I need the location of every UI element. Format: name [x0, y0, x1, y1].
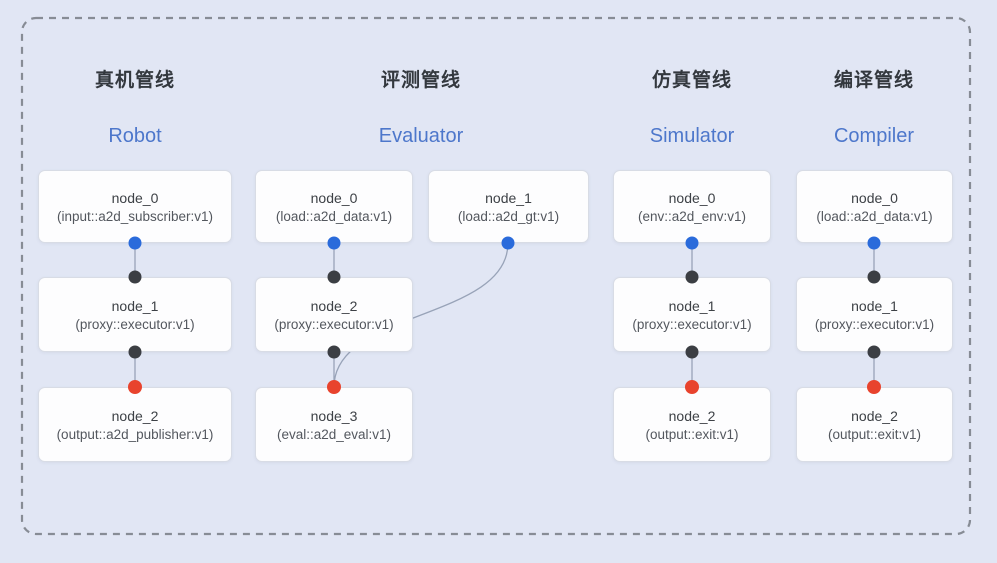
port-dot-black-compiler-node1-out — [867, 345, 881, 359]
node-label: node_2 — [111, 407, 159, 424]
node-label: node_1 — [111, 297, 159, 314]
node-label: node_1 — [485, 189, 532, 206]
node-sublabel: (output::exit:v1) — [645, 426, 739, 442]
port-dot-black-compiler-node1-in — [867, 270, 881, 284]
node-label: node_3 — [310, 407, 358, 424]
dashed-frame — [20, 16, 972, 536]
port-dot-blue-robot-node0 — [128, 236, 142, 250]
node-simulator-2: node_2 (output::exit:v1) — [613, 387, 771, 462]
port-dot-red-robot-node2 — [128, 380, 142, 394]
node-sublabel: (load::a2d_gt:v1) — [457, 208, 560, 224]
node-robot-0: node_0 (input::a2d_subscriber:v1) — [38, 170, 232, 243]
node-evaluator-3: node_3 (eval::a2d_eval:v1) — [255, 387, 413, 462]
node-compiler-1: node_1 (proxy::executor:v1) — [796, 277, 953, 352]
node-label: node_1 — [668, 297, 716, 314]
pipeline-subtitle-evaluator: Evaluator — [378, 125, 464, 147]
port-dot-blue-evaluator-node0 — [327, 236, 341, 250]
pipeline-title-simulator-zh: 仿真管线 — [651, 70, 732, 91]
port-dot-blue-compiler-node0 — [867, 236, 881, 250]
node-evaluator-0: node_0 (load::a2d_data:v1) — [255, 170, 413, 243]
pipeline-subtitle-robot: Robot — [108, 125, 162, 147]
node-robot-1: node_1 (proxy::executor:v1) — [38, 277, 232, 352]
node-sublabel: (input::a2d_subscriber:v1) — [56, 208, 214, 224]
node-compiler-0: node_0 (load::a2d_data:v1) — [796, 170, 953, 243]
node-sublabel: (eval::a2d_eval:v1) — [276, 426, 392, 442]
pipeline-title-robot-zh: 真机管线 — [94, 70, 175, 91]
port-dot-red-compiler-node2 — [867, 380, 881, 394]
node-evaluator-2: node_2 (proxy::executor:v1) — [255, 277, 413, 352]
port-dot-black-robot-node1-in — [128, 270, 142, 284]
node-sublabel: (env::a2d_env:v1) — [637, 208, 747, 224]
port-dot-black-simulator-node1-out — [685, 345, 699, 359]
port-dot-blue-evaluator-node1 — [501, 236, 515, 250]
node-label: node_2 — [851, 407, 898, 424]
edge-evaluator-node1-node3 — [333, 242, 509, 388]
port-dot-black-evaluator-node2-out — [327, 345, 341, 359]
node-sublabel: (proxy::executor:v1) — [75, 316, 195, 332]
pipeline-subtitle-simulator: Simulator — [649, 125, 735, 147]
port-dot-black-evaluator-node2-in — [327, 270, 341, 284]
port-dot-black-simulator-node1-in — [685, 270, 699, 284]
node-sublabel: (load::a2d_data:v1) — [816, 208, 933, 224]
node-simulator-0: node_0 (env::a2d_env:v1) — [613, 170, 771, 243]
node-label: node_1 — [851, 297, 898, 314]
node-sublabel: (proxy::executor:v1) — [632, 316, 752, 332]
port-dot-black-robot-node1-out — [128, 345, 142, 359]
pipeline-subtitle-compiler: Compiler — [833, 125, 915, 147]
pipeline-title-compiler-zh: 编译管线 — [833, 70, 914, 91]
node-evaluator-1: node_1 (load::a2d_gt:v1) — [428, 170, 589, 243]
node-robot-2: node_2 (output::a2d_publisher:v1) — [38, 387, 232, 462]
node-label: node_0 — [851, 189, 898, 206]
node-label: node_2 — [310, 297, 358, 314]
node-sublabel: (output::a2d_publisher:v1) — [56, 426, 214, 442]
node-label: node_2 — [668, 407, 716, 424]
node-label: node_0 — [111, 189, 159, 206]
node-sublabel: (output::exit:v1) — [827, 426, 922, 442]
node-label: node_0 — [668, 189, 716, 206]
port-dot-blue-simulator-node0 — [685, 236, 699, 250]
port-dot-red-evaluator-node3 — [327, 380, 341, 394]
port-dot-red-simulator-node2 — [685, 380, 699, 394]
node-sublabel: (proxy::executor:v1) — [814, 316, 935, 332]
node-sublabel: (proxy::executor:v1) — [274, 316, 394, 332]
node-simulator-1: node_1 (proxy::executor:v1) — [613, 277, 771, 352]
pipeline-title-evaluator-zh: 评测管线 — [380, 70, 461, 91]
node-sublabel: (load::a2d_data:v1) — [275, 208, 393, 224]
node-compiler-2: node_2 (output::exit:v1) — [796, 387, 953, 462]
node-label: node_0 — [310, 189, 358, 206]
